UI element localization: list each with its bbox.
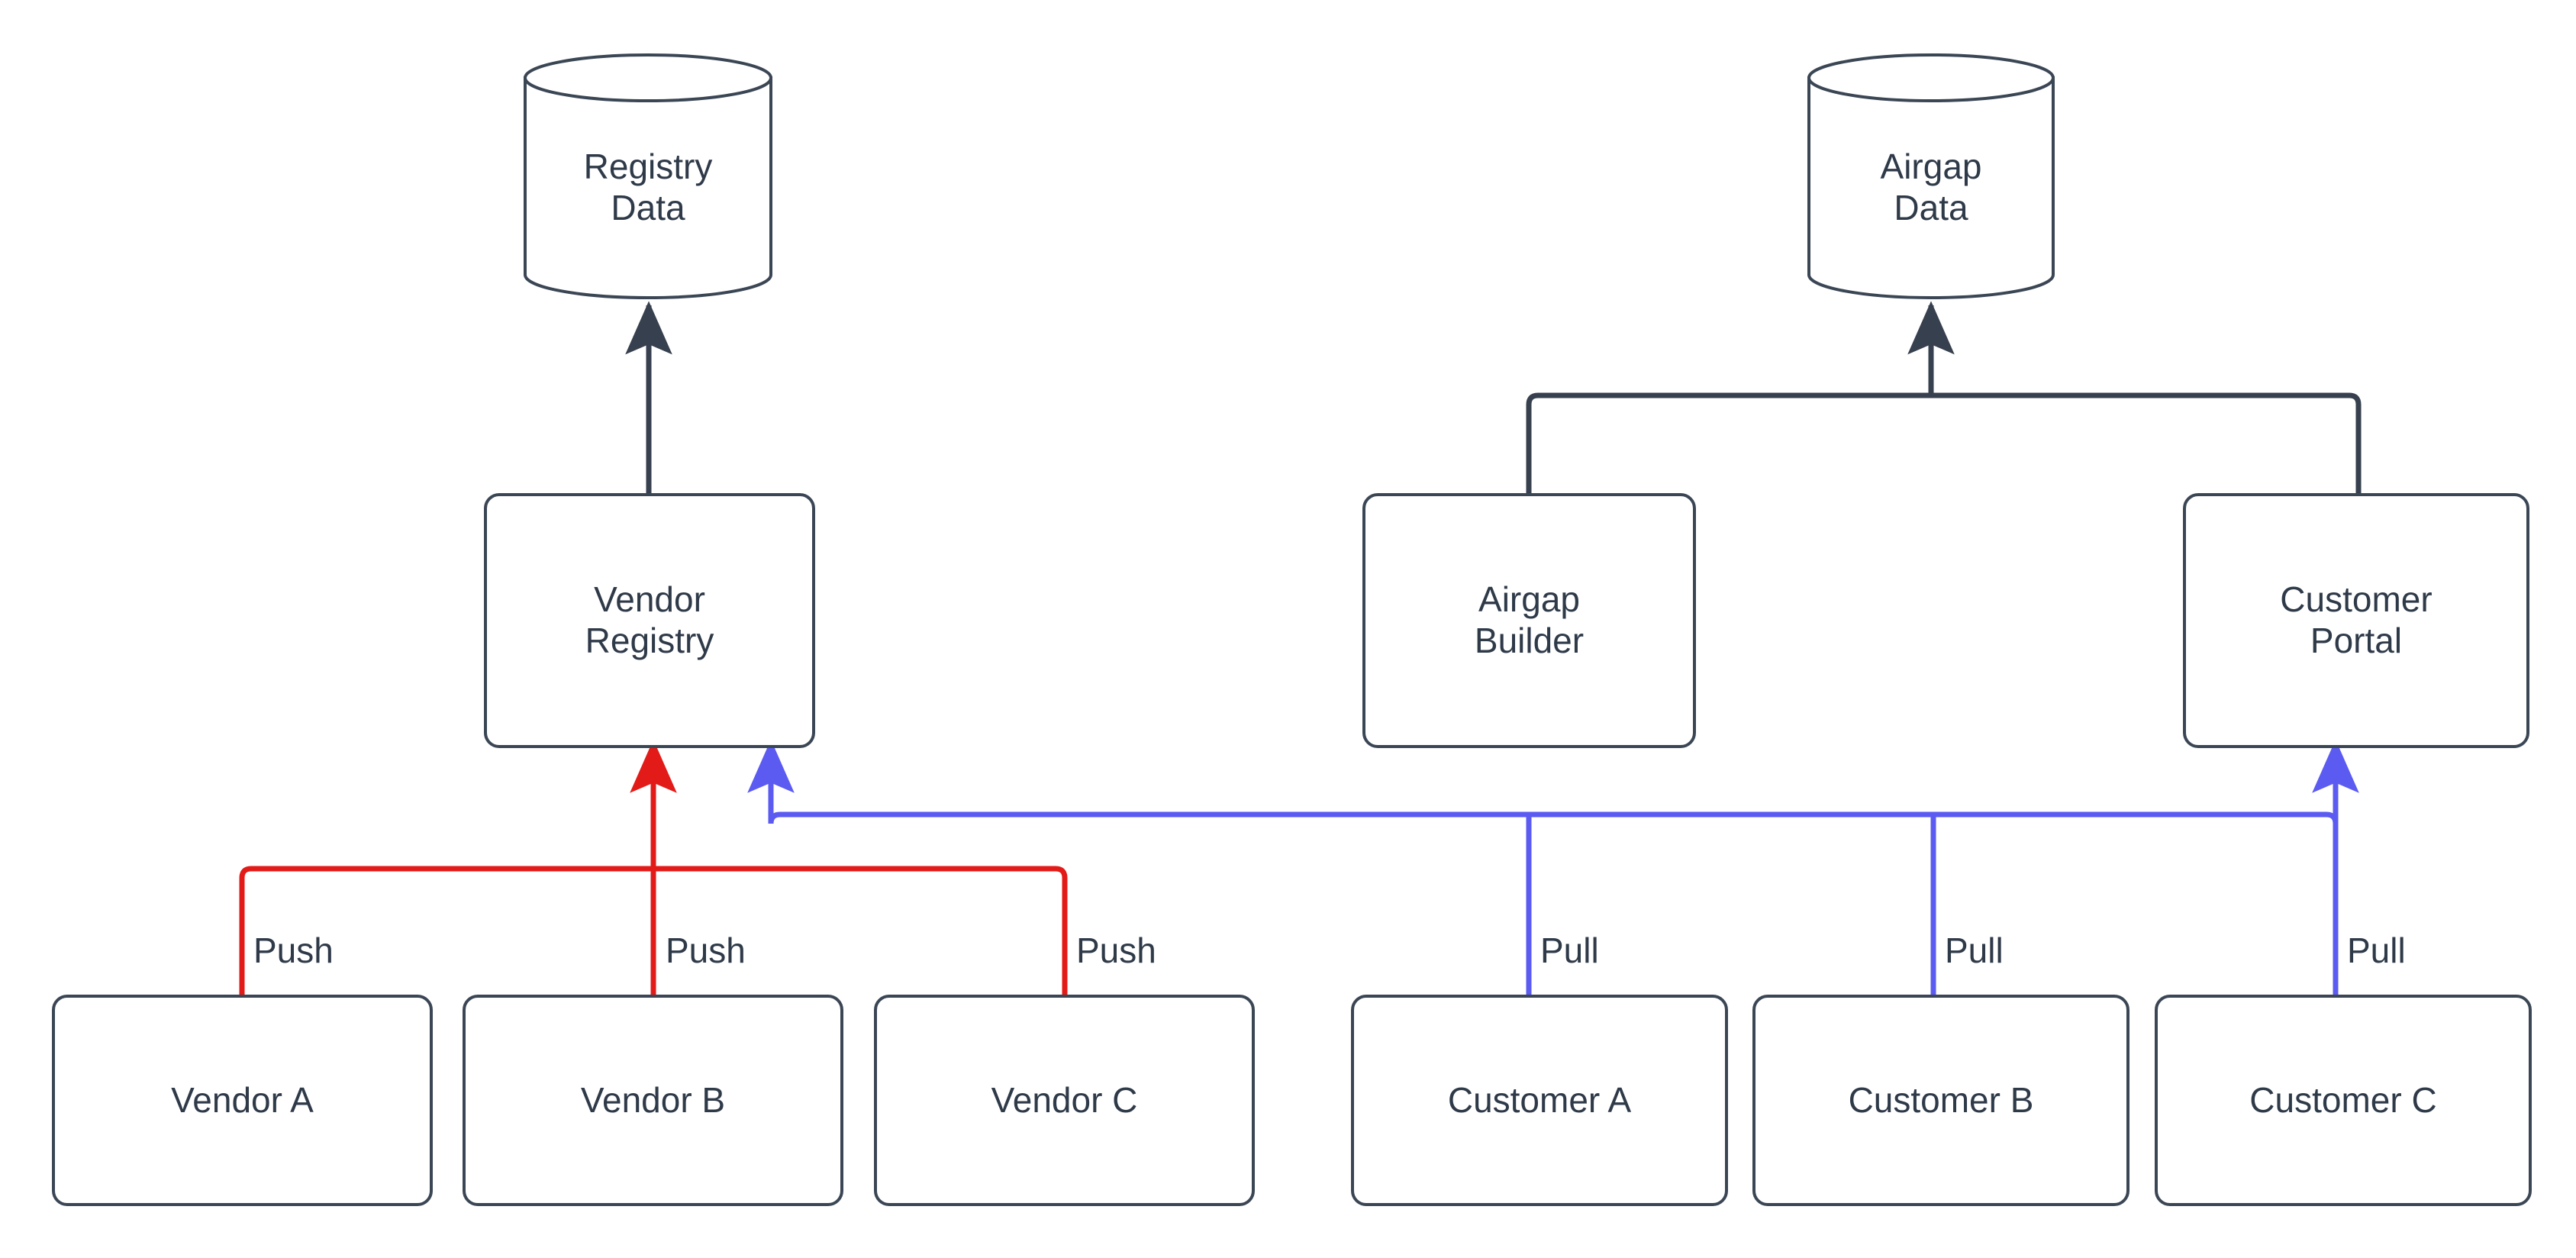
edge-label-pull-customer-c: Pull [2347, 931, 2406, 970]
nodes-layer [52, 53, 2532, 1206]
node-airgap-data[interactable] [1807, 53, 2055, 299]
node-customer-c[interactable] [2155, 995, 2532, 1206]
edges-layer [239, 301, 2362, 996]
edge-label-push-vendor-c: Push [1076, 931, 1156, 970]
registry-data-cylinder-body [524, 76, 772, 299]
node-customer-portal[interactable] [2183, 493, 2529, 748]
registry-data-cylinder-top [524, 53, 772, 102]
airgap-data-cylinder-body [1807, 76, 2055, 299]
node-airgap-builder[interactable] [1362, 493, 1696, 748]
airgap-data-cylinder-top [1807, 53, 2055, 102]
edge-airgap-bus [1526, 392, 2362, 495]
node-customer-b[interactable] [1752, 995, 2129, 1206]
edge-label-pull-customer-a: Pull [1540, 931, 1599, 970]
node-customer-a[interactable] [1351, 995, 1728, 1206]
edge-pull-bus [768, 811, 2339, 824]
node-vendor-c[interactable] [874, 995, 1255, 1206]
node-vendor-b[interactable] [463, 995, 843, 1206]
edge-label-push-vendor-a: Push [253, 931, 334, 970]
edge-label-push-vendor-b: Push [666, 931, 746, 970]
node-registry-data[interactable] [524, 53, 772, 299]
edge-label-pull-customer-b: Pull [1945, 931, 2004, 970]
node-vendor-a[interactable] [52, 995, 433, 1206]
node-vendor-registry[interactable] [484, 493, 815, 748]
